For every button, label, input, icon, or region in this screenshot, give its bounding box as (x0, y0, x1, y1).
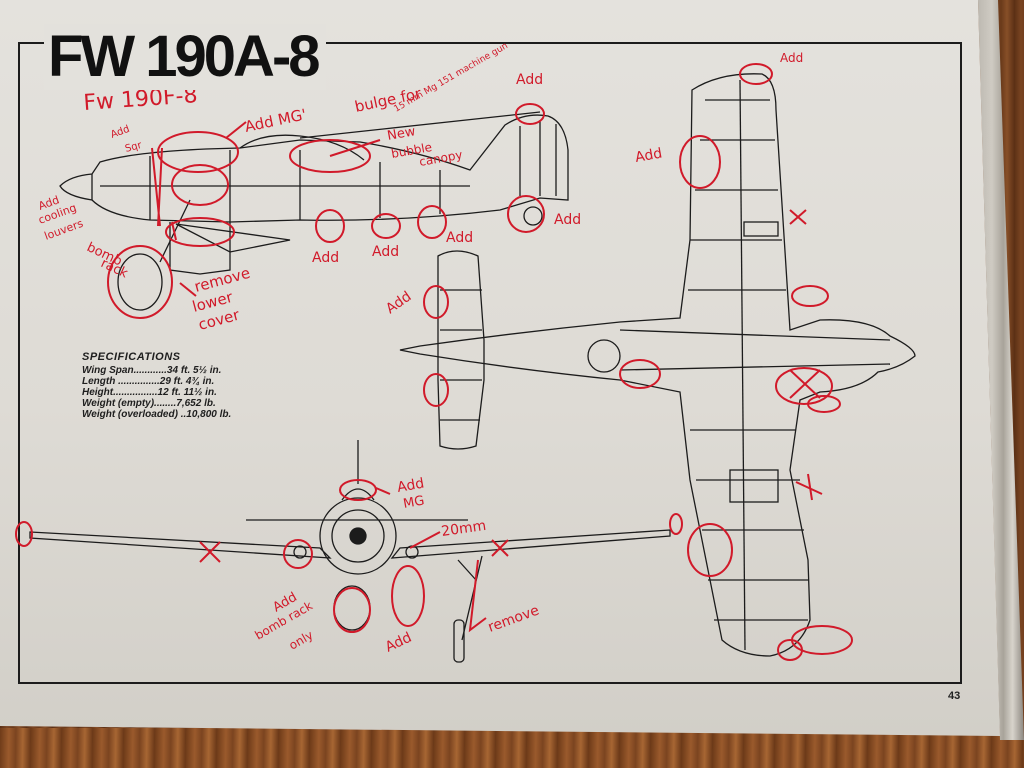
marker-handwriting: Fw 190F-8 Add MG' bulge for 15 mm Mg 151… (37, 41, 804, 656)
spec-row: Wing Span............34 ft. 5½ in. (82, 365, 222, 376)
handwritten-add-wheel: Add (554, 212, 581, 228)
handwritten-add-a: Add (312, 250, 339, 266)
book-page (0, 0, 1000, 736)
handwritten-sqr: Sqr (124, 140, 144, 155)
handwritten-front-mg: MG (402, 493, 426, 511)
page-title: FW 190A-8 (44, 24, 326, 90)
spec-row: Length ...............29 ft. 4¾ in. (82, 376, 215, 387)
handwritten-add-tail: Add (383, 289, 414, 318)
handwritten-remove-gear: remove (486, 603, 541, 636)
handwritten-add-topcorner: Add (780, 51, 803, 65)
three-view-drawing: Fw 190F-8 Add MG' bulge for 15 mm Mg 151… (15, 41, 916, 663)
spec-row: Weight (empty)........7,652 lb. (82, 398, 216, 409)
drawing-frame (18, 42, 962, 684)
handwritten-add-mg: Add MG' (243, 105, 308, 136)
handwritten-bulge-detail: 15 mm Mg 151 machine gun (393, 41, 510, 115)
plan-view (399, 73, 916, 657)
handwritten-add-c: Add (446, 230, 473, 246)
specifications-heading: SPECIFICATIONS (82, 351, 181, 363)
handwritten-add-sqr: Add (109, 124, 131, 141)
handwritten-20mm: 20mm (440, 518, 487, 540)
handwritten-add-front-mg: Add (396, 475, 425, 495)
handwritten-add-wing: Add (634, 145, 663, 165)
handwritten-add-bottom: Add (383, 630, 414, 656)
spec-row: Height................12 ft. 11½ in. (82, 387, 217, 398)
handwritten-add-top: Add (516, 72, 543, 88)
page-number: 43 (948, 690, 961, 702)
marker-circles (15, 63, 853, 661)
specifications-block: SPECIFICATIONS Wing Span............34 f… (82, 351, 232, 421)
handwritten-only: only (287, 628, 316, 653)
handwritten-new: New (386, 124, 417, 144)
wood-tabletop-edge (0, 728, 1024, 768)
front-view (29, 440, 671, 663)
handwritten-add-b: Add (372, 244, 399, 260)
spec-row: Weight (overloaded) ..10,800 lb. (82, 409, 232, 420)
